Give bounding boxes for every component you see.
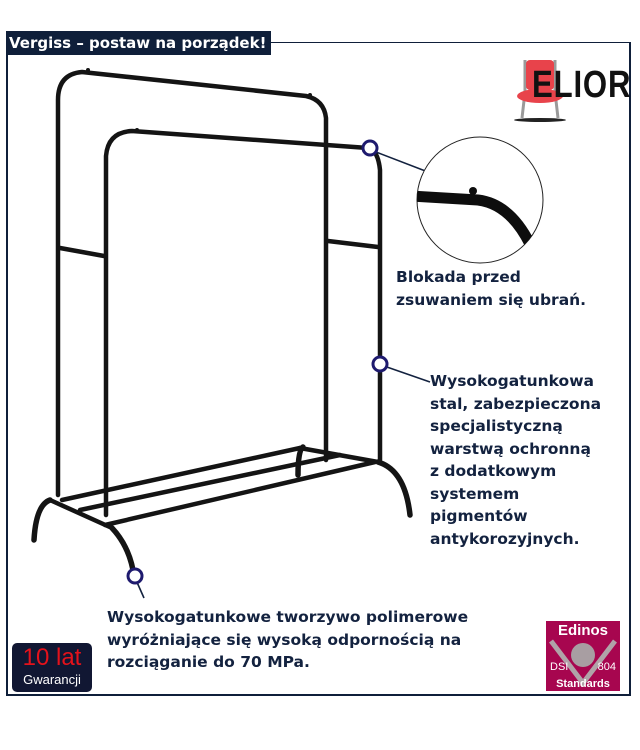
callout-line: specjalistyczną (430, 417, 563, 435)
marker-steel (371, 355, 389, 373)
callout-line: wyróżniające się wysoką odpornością na (107, 630, 462, 649)
callout-line: Blokada przed (396, 268, 521, 286)
warranty-badge: 10 lat Gwarancji (12, 643, 92, 692)
callout-line: stal, zabezpieczona (430, 394, 602, 413)
badge-standards: Standards (556, 678, 610, 690)
callout-line: pigmentów (430, 507, 528, 525)
marker-lock (361, 139, 379, 157)
callout-line: rozciąganie do 70 MPa. (107, 653, 310, 671)
check-v-icon (549, 639, 617, 688)
badge-dsi: DSI (550, 661, 569, 673)
brand-logo-text: ELIOR (532, 64, 632, 106)
chair-icon (514, 60, 566, 122)
content-frame (6, 42, 631, 696)
callout-line: antykorozyjnych. (430, 529, 580, 548)
callout-polymer: Wysokogatunkowe tworzywo polimerowe wyró… (107, 606, 468, 674)
marker-polymer (126, 567, 144, 585)
callout-line: Wysokogatunkowe tworzywo polimerowe (107, 608, 469, 626)
warranty-label: Gwarancji (23, 672, 81, 687)
callout-line: Wysokogatunkowa (430, 372, 594, 390)
badge-brand: Edinos (557, 622, 608, 639)
callout-line: z dodatkowym (430, 462, 557, 480)
badge-number: 804 (597, 661, 616, 673)
callout-steel: Wysokogatunkowa stal, zabezpieczona spec… (430, 370, 601, 550)
warranty-years: 10 lat (22, 644, 82, 671)
edinos-standards-badge: Edinos DSI 804 Standards (546, 621, 620, 691)
callout-line: zsuwaniem się ubrań. (396, 290, 587, 309)
callout-anti-slip-lock: Blokada przed zsuwaniem się ubrań. (396, 266, 586, 311)
page-title: Vergiss – postaw na porządek! (6, 31, 272, 55)
callout-line: systemem (430, 484, 520, 503)
callout-line: warstwą ochronną (430, 439, 591, 458)
